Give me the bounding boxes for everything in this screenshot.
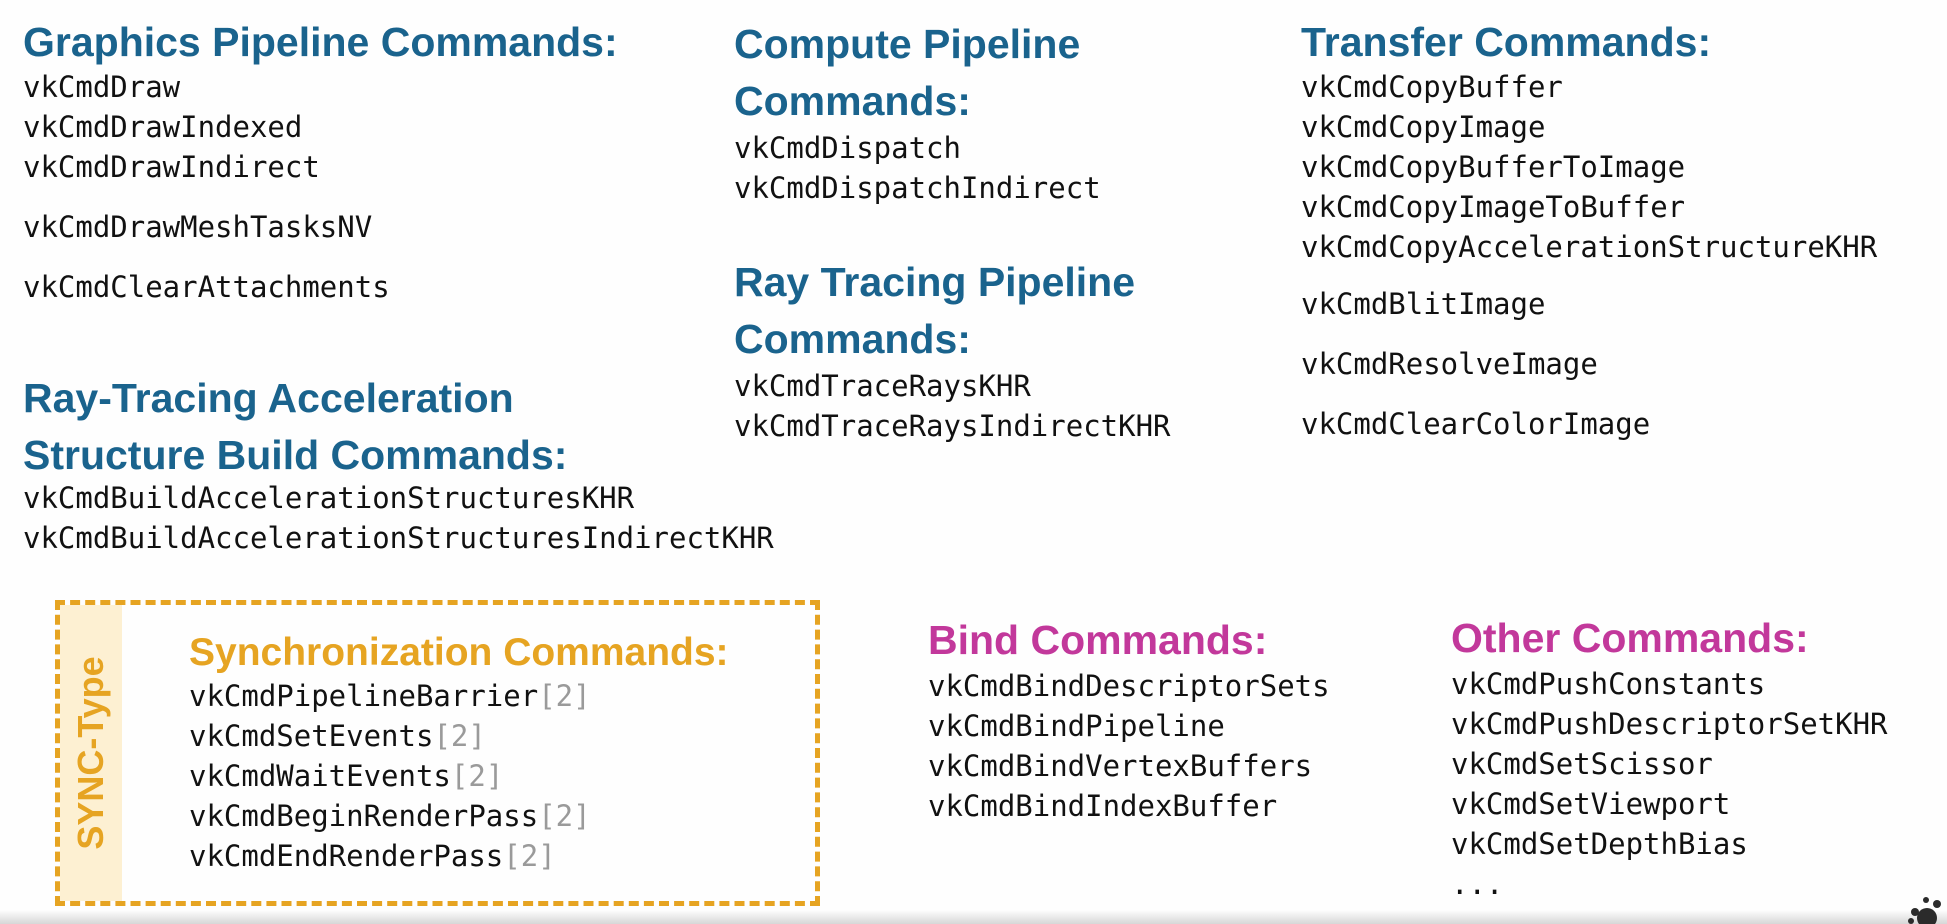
command-item: vkCmdPushConstants [1451,667,1766,701]
command-item: vkCmdPipelineBarrier[2] [189,676,729,716]
command-item: vkCmdDrawIndirect [23,150,320,184]
command-name: vkCmdEndRenderPass [189,839,504,873]
ray-tracing-pipeline-section: Ray Tracing Pipeline Commands: vkCmdTrac… [734,254,1171,446]
command-item: vkCmdTraceRaysIndirectKHR [734,409,1171,443]
command-name: vkCmdPipelineBarrier [189,679,539,713]
heading-line: Structure Build Commands: [23,432,568,478]
compute-pipeline-section: Compute Pipeline Commands: vkCmdDispatch… [734,16,1101,208]
other-command-list: vkCmdPushConstants vkCmdPushDescriptorSe… [1451,664,1888,904]
splat-logo-icon [1908,897,1941,924]
acceleration-build-section: Ray-Tracing Acceleration Structure Build… [23,370,774,558]
bottom-edge-shadow [0,910,1947,924]
command-name: vkCmdBeginRenderPass [189,799,539,833]
command-item: vkCmdDrawMeshTasksNV [23,210,373,244]
version-suffix: [2] [538,799,591,833]
bind-section: Bind Commands: vkCmdBindDescriptorSets v… [928,612,1330,826]
version-suffix: [2] [538,679,591,713]
command-item: vkCmdTraceRaysKHR [734,369,1031,403]
command-item: vkCmdBindPipeline [928,709,1225,743]
acceleration-build-heading: Ray-Tracing Acceleration Structure Build… [23,370,774,484]
command-item: vkCmdBlitImage [1301,287,1546,321]
transfer-command-list: vkCmdCopyBuffer vkCmdCopyImage vkCmdCopy… [1301,67,1877,444]
command-item: vkCmdBuildAccelerationStructuresKHR [23,481,635,515]
command-item: vkCmdBindVertexBuffers [928,749,1313,783]
synchronization-command-list: vkCmdPipelineBarrier[2] vkCmdSetEvents[2… [189,676,729,876]
command-item: vkCmdEndRenderPass[2] [189,836,729,876]
command-item: vkCmdResolveImage [1301,347,1598,381]
command-item: vkCmdPushDescriptorSetKHR [1451,707,1888,741]
heading-line: Compute Pipeline [734,21,1081,67]
heading-line: Ray Tracing Pipeline [734,259,1136,305]
command-name: vkCmdSetEvents [189,719,434,753]
graphics-pipeline-section: Graphics Pipeline Commands: vkCmdDraw vk… [23,14,618,307]
synchronization-heading: Synchronization Commands: [189,631,729,674]
command-name: vkCmdWaitEvents [189,759,451,793]
graphics-command-list: vkCmdDraw vkCmdDrawIndexed vkCmdDrawIndi… [23,67,618,307]
command-item: vkCmdCopyBufferToImage [1301,150,1686,184]
command-item: vkCmdSetDepthBias [1451,827,1748,861]
command-item: vkCmdBuildAccelerationStructuresIndirect… [23,521,774,555]
command-item: vkCmdSetScissor [1451,747,1713,781]
command-item: vkCmdCopyImage [1301,110,1546,144]
command-item: vkCmdBindIndexBuffer [928,789,1278,823]
command-item: vkCmdSetViewport [1451,787,1731,821]
command-item: vkCmdBeginRenderPass[2] [189,796,729,836]
synchronization-section: Synchronization Commands: vkCmdPipelineB… [189,624,729,876]
command-item: vkCmdClearColorImage [1301,407,1651,441]
version-suffix: [2] [450,759,504,793]
command-item: vkCmdSetEvents[2] [189,716,729,756]
command-item: vkCmdDispatch [734,131,961,165]
transfer-section: Transfer Commands: vkCmdCopyBuffer vkCmd… [1301,14,1877,444]
heading-line: Ray-Tracing Acceleration [23,375,514,421]
version-suffix: [2] [433,719,486,753]
command-item: vkCmdCopyAccelerationStructureKHR [1301,230,1878,264]
compute-pipeline-heading: Compute Pipeline Commands: [734,16,1101,130]
graphics-pipeline-heading: Graphics Pipeline Commands: [23,19,618,65]
command-item: vkCmdCopyImageToBuffer [1301,190,1686,224]
sync-type-tab [60,605,122,901]
heading-line: Commands: [734,316,971,362]
ray-tracing-command-list: vkCmdTraceRaysKHR vkCmdTraceRaysIndirect… [734,366,1171,446]
other-heading: Other Commands: [1451,615,1809,661]
command-item: vkCmdBindDescriptorSets [928,669,1330,703]
heading-line: Commands: [734,78,971,124]
command-item: vkCmdWaitEvents[2] [189,756,729,796]
compute-command-list: vkCmdDispatch vkCmdDispatchIndirect [734,128,1101,208]
ray-tracing-pipeline-heading: Ray Tracing Pipeline Commands: [734,254,1171,368]
version-suffix: [2] [503,839,556,873]
bind-command-list: vkCmdBindDescriptorSets vkCmdBindPipelin… [928,666,1330,826]
other-section: Other Commands: vkCmdPushConstants vkCmd… [1451,610,1888,904]
acceleration-build-command-list: vkCmdBuildAccelerationStructuresKHR vkCm… [23,478,774,558]
command-item: vkCmdDraw [23,70,181,104]
command-item: vkCmdClearAttachments [23,270,390,304]
ellipsis-item: ... [1451,867,1504,901]
command-item: vkCmdCopyBuffer [1301,70,1563,104]
command-item: vkCmdDrawIndexed [23,110,303,144]
transfer-heading: Transfer Commands: [1301,19,1712,65]
sync-type-label: SYNC-Type [70,656,111,850]
command-item: vkCmdDispatchIndirect [734,171,1101,205]
sync-commands-box [55,600,820,906]
bind-heading: Bind Commands: [928,617,1268,663]
